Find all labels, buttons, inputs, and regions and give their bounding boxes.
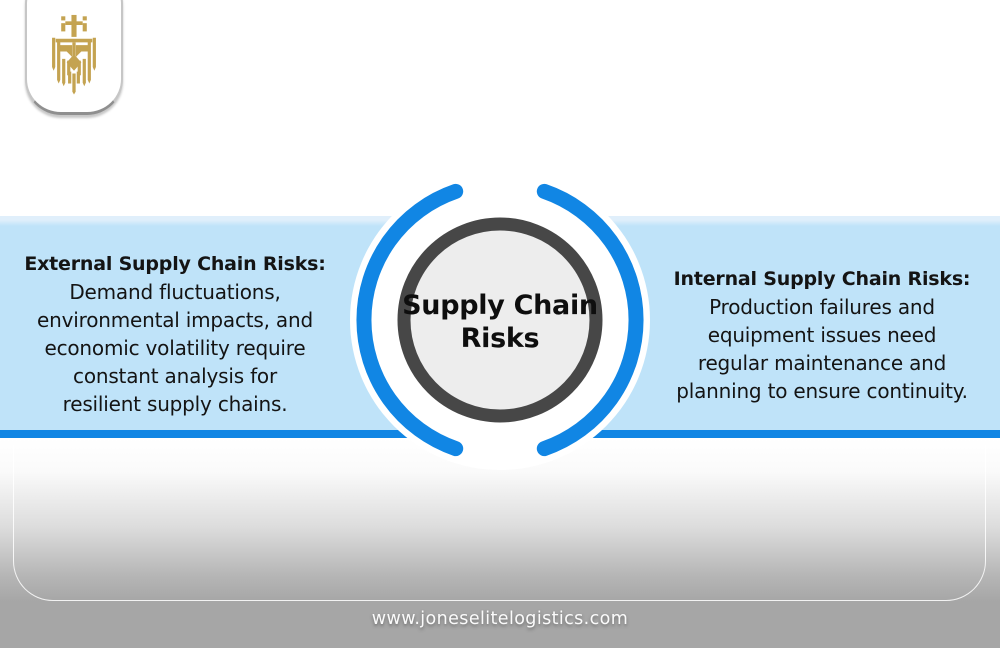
internal-risks-panel: Internal Supply Chain Risks: Production …: [652, 265, 992, 405]
external-risks-panel: External Supply Chain Risks: Demand fluc…: [6, 250, 344, 418]
bottom-rounded-frame: [13, 445, 986, 601]
blue-arc-right-icon: [536, 183, 644, 457]
external-risks-heading: External Supply Chain Risks:: [24, 253, 326, 275]
blue-arc-left-icon: [356, 183, 464, 457]
dark-ring-circle: [397, 217, 603, 423]
center-badge: Supply Chain Risks: [340, 160, 660, 480]
website-url: www.joneselitelogistics.com: [371, 609, 629, 629]
badge-title: Supply Chain Risks: [402, 290, 598, 354]
center-badge-graphic: [350, 170, 650, 470]
internal-risks-text: Production failures and equipment issues…: [676, 295, 968, 403]
external-risks-text: Demand fluctuations, environmental impac…: [37, 280, 313, 416]
lion-crown-emblem-icon: [52, 14, 96, 95]
bottom-gradient-area: [0, 438, 1000, 648]
brand-logo-card: [25, 0, 123, 115]
internal-risks-heading: Internal Supply Chain Risks:: [673, 268, 971, 290]
